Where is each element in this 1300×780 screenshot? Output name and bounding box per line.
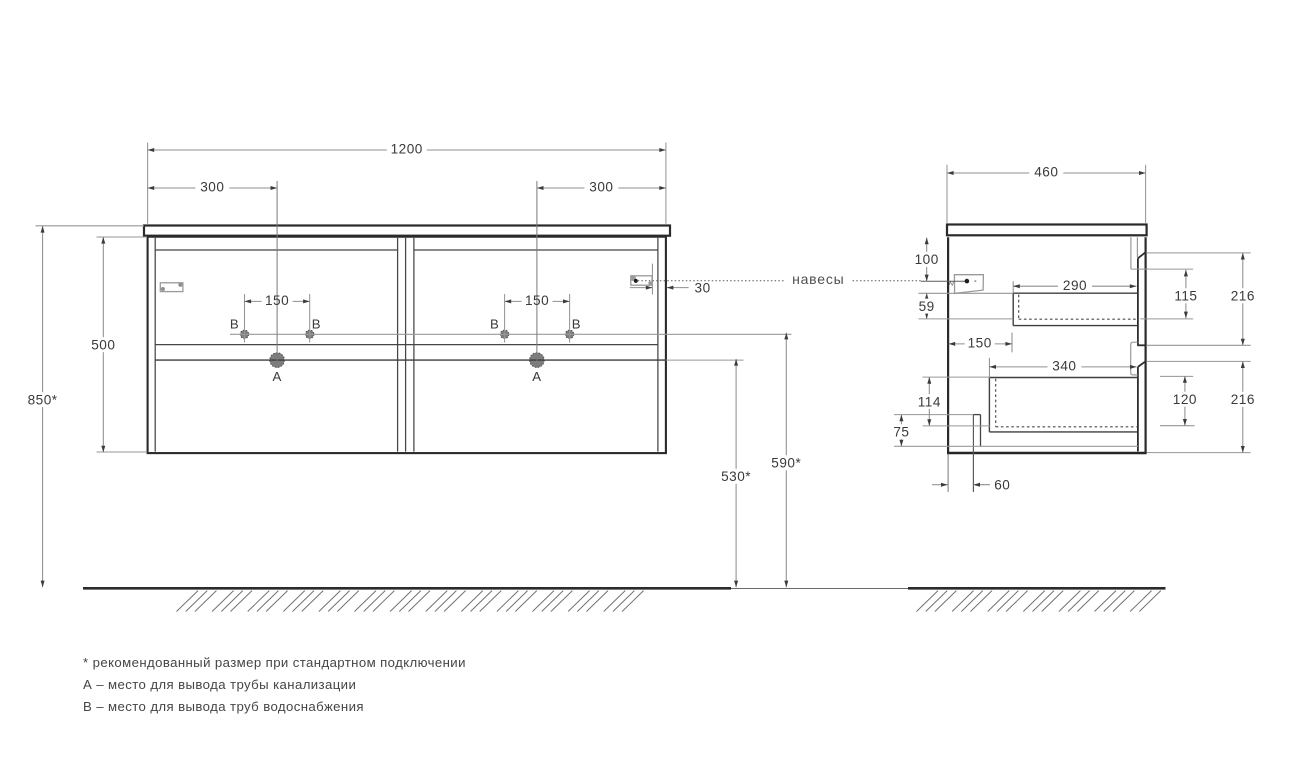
svg-text:30: 30	[695, 280, 711, 295]
svg-text:216: 216	[1231, 289, 1255, 304]
svg-text:150: 150	[968, 336, 992, 351]
svg-text:В: В	[312, 316, 321, 331]
svg-text:А: А	[272, 369, 281, 384]
svg-text:500: 500	[91, 337, 115, 352]
svg-text:А: А	[532, 369, 541, 384]
svg-text:850*: 850*	[28, 392, 58, 407]
svg-text:60: 60	[994, 477, 1010, 492]
svg-text:150: 150	[525, 293, 549, 308]
svg-text:В: В	[572, 316, 581, 331]
svg-text:340: 340	[1052, 359, 1076, 374]
svg-text:530*: 530*	[721, 469, 751, 484]
svg-text:100: 100	[915, 252, 939, 267]
svg-text:В: В	[490, 316, 499, 331]
svg-text:А – место для вывода трубы кан: А – место для вывода трубы канализации	[83, 677, 356, 692]
svg-text:300: 300	[200, 180, 224, 195]
svg-text:114: 114	[918, 394, 941, 409]
svg-text:460: 460	[1034, 165, 1058, 180]
svg-text:300: 300	[589, 180, 613, 195]
svg-text:* рекомендованный размер при с: * рекомендованный размер при стандартном…	[83, 655, 466, 670]
svg-text:навесы: навесы	[792, 271, 844, 287]
svg-text:1200: 1200	[391, 142, 423, 157]
svg-text:150: 150	[265, 293, 289, 308]
svg-text:290: 290	[1063, 278, 1087, 293]
svg-text:590*: 590*	[771, 456, 801, 471]
svg-text:115: 115	[1174, 289, 1197, 304]
svg-text:216: 216	[1231, 392, 1255, 407]
svg-text:75: 75	[893, 425, 909, 440]
svg-text:59: 59	[919, 299, 935, 314]
svg-text:В: В	[230, 316, 239, 331]
svg-text:120: 120	[1173, 392, 1197, 407]
svg-text:В – место для вывода труб водо: В – место для вывода труб водоснабжения	[83, 699, 364, 714]
